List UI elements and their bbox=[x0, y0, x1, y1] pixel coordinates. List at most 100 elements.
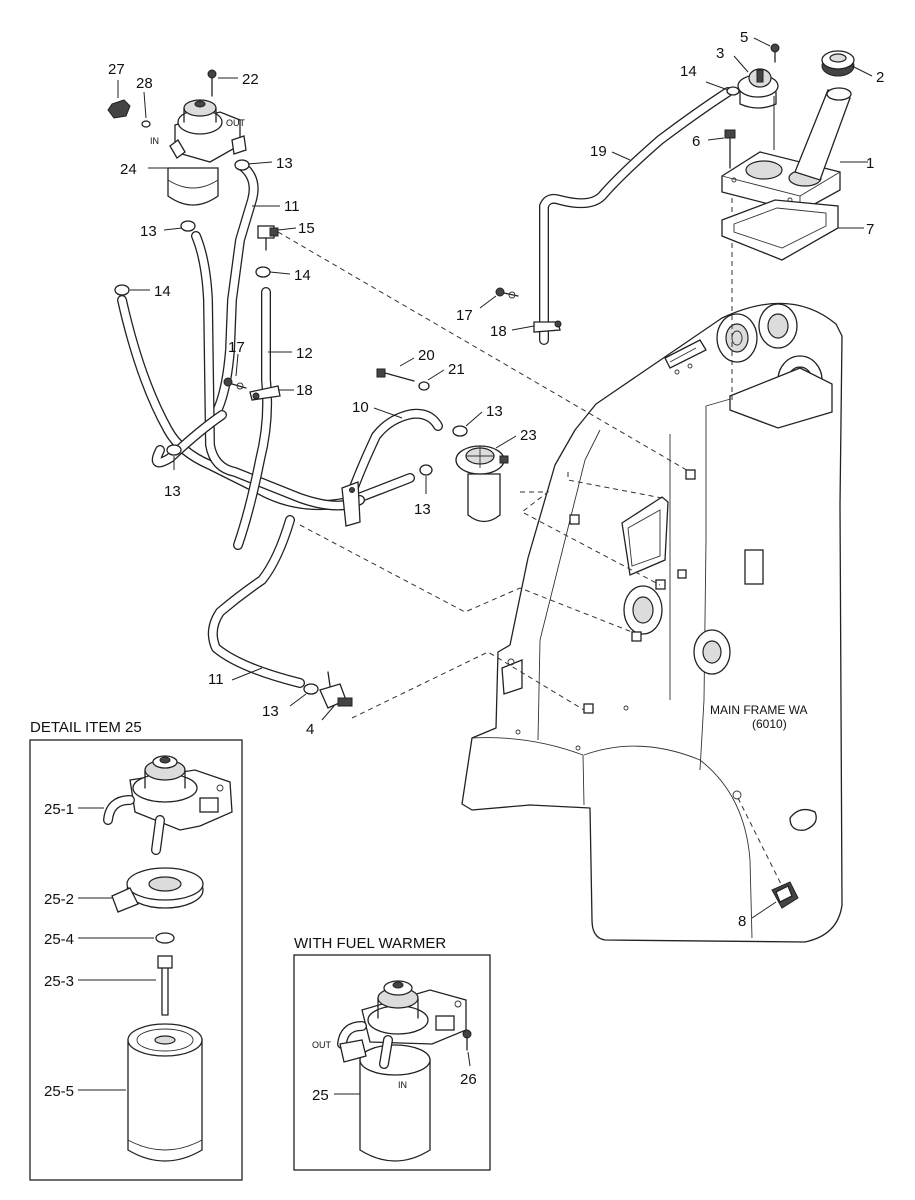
bleed-screw-22 bbox=[207, 69, 217, 97]
detail-item-25-title: DETAIL ITEM 25 bbox=[30, 719, 142, 736]
warmer-filter-assembly bbox=[337, 980, 467, 1162]
fuel-filter-24 bbox=[167, 99, 247, 206]
clamp-18-upper bbox=[533, 320, 562, 333]
hose-lower-left-loop bbox=[151, 410, 227, 468]
detail-25-3-bolt bbox=[157, 955, 173, 1016]
bolt-6 bbox=[724, 129, 736, 169]
fuel-warmer-title: WITH FUEL WARMER bbox=[294, 935, 446, 952]
hose-19 bbox=[539, 87, 733, 345]
callout-25-4: 25-4 bbox=[44, 931, 74, 948]
callout-14-a: 14 bbox=[294, 267, 311, 284]
callout-8: 8 bbox=[738, 913, 746, 930]
callout-25-1: 25-1 bbox=[44, 801, 74, 818]
callout-13-c: 13 bbox=[164, 483, 181, 500]
callout-5: 5 bbox=[740, 29, 748, 46]
hose-clamp-13-d bbox=[452, 425, 468, 437]
hose-clamp-13-c bbox=[166, 444, 182, 456]
hose-12 bbox=[233, 287, 273, 550]
o-ring-28 bbox=[141, 120, 151, 128]
hose-clamp-13-e bbox=[419, 464, 433, 476]
detail-item-25-panel bbox=[29, 739, 243, 1181]
callout-4: 4 bbox=[306, 721, 314, 738]
callout-28: 28 bbox=[136, 75, 153, 92]
filler-gasket bbox=[721, 199, 839, 261]
callout-7: 7 bbox=[866, 221, 874, 238]
detail-25-4-o-ring bbox=[155, 932, 175, 944]
hose-clamp-14-b bbox=[114, 284, 130, 296]
detail-25-5-cartridge bbox=[127, 1023, 203, 1162]
callout-17-lower: 17 bbox=[228, 339, 245, 356]
water-separator-23 bbox=[455, 445, 509, 523]
callout-25-2: 25-2 bbox=[44, 891, 74, 908]
callout-14-b: 14 bbox=[154, 283, 171, 300]
callout-14-gauge: 14 bbox=[680, 63, 697, 80]
callout-21: 21 bbox=[448, 361, 465, 378]
fuel-warmer-panel bbox=[293, 954, 491, 1171]
callout-18-upper: 18 bbox=[490, 323, 507, 340]
callout-25: 25 bbox=[312, 1087, 329, 1104]
frame-boss-upper-2 bbox=[758, 303, 798, 349]
callout-11-lower: 11 bbox=[208, 671, 224, 688]
callout-13-a: 13 bbox=[276, 155, 293, 172]
callout-13-e: 13 bbox=[414, 501, 431, 518]
callout-3: 3 bbox=[716, 45, 724, 62]
callout-24: 24 bbox=[120, 161, 137, 178]
callout-13-b: 13 bbox=[140, 223, 157, 240]
filter-24-in-label: IN bbox=[150, 136, 159, 146]
screw-5 bbox=[770, 43, 780, 63]
hose-clamp-14-a bbox=[255, 266, 271, 278]
hose-11-lower bbox=[207, 515, 305, 688]
callout-15: 15 bbox=[298, 220, 315, 237]
hose-from-filter bbox=[191, 231, 365, 511]
bolt-17-lower bbox=[223, 377, 247, 390]
callout-27: 27 bbox=[108, 61, 125, 78]
callout-6: 6 bbox=[692, 133, 700, 150]
drain-valve-4 bbox=[319, 671, 353, 709]
frame-boss-low bbox=[693, 629, 731, 675]
clamp-18-lower bbox=[249, 385, 281, 401]
plug-27 bbox=[107, 99, 131, 119]
callout-22: 22 bbox=[242, 71, 259, 88]
callout-23: 23 bbox=[520, 427, 537, 444]
main-frame bbox=[461, 302, 843, 943]
callout-26: 26 bbox=[460, 1071, 477, 1088]
hose-clamp-13-f bbox=[303, 683, 319, 695]
callout-1: 1 bbox=[866, 155, 874, 172]
callout-25-5: 25-5 bbox=[44, 1083, 74, 1100]
frame-boss-upper-1 bbox=[716, 313, 758, 363]
warmer-out-label: OUT bbox=[312, 1040, 332, 1050]
elbow-15 bbox=[257, 225, 279, 251]
main-frame-code: (6010) bbox=[752, 717, 787, 731]
warmer-in-label: IN bbox=[398, 1080, 407, 1090]
callout-18-lower: 18 bbox=[296, 382, 313, 399]
detail-25-1-filter-head bbox=[103, 755, 233, 855]
filter-24-out-label: OUT bbox=[226, 118, 246, 128]
mounting-reference-lines bbox=[277, 198, 783, 887]
callout-13-f: 13 bbox=[262, 703, 279, 720]
hose-clamp-13-b bbox=[180, 220, 196, 232]
callout-12: 12 bbox=[296, 345, 313, 362]
hose-10 bbox=[345, 408, 443, 503]
callout-2: 2 bbox=[876, 69, 884, 86]
callout-17-upper: 17 bbox=[456, 307, 473, 324]
filler-cap bbox=[821, 50, 855, 77]
drain-plug-8 bbox=[771, 881, 799, 909]
warmer-bolt-26 bbox=[462, 1029, 472, 1051]
clamp-14-gauge bbox=[726, 86, 740, 96]
washer-21 bbox=[418, 381, 430, 391]
detail-25-2-warmer-ring bbox=[111, 867, 204, 913]
frame-boss-mid bbox=[623, 585, 663, 635]
callout-20: 20 bbox=[418, 347, 435, 364]
callout-11-upper: 11 bbox=[284, 198, 300, 215]
callout-19: 19 bbox=[590, 143, 607, 160]
hose-clamp-13-a bbox=[234, 159, 250, 171]
callout-10: 10 bbox=[352, 399, 369, 416]
detail-callouts: 25-1 25-2 25-4 25-3 25-5 bbox=[44, 801, 156, 1100]
bracket-center bbox=[341, 481, 361, 527]
filler-neck-assembly bbox=[721, 87, 852, 213]
callouts-main: 1 2 3 4 5 6 7 8 10 11 11 12 13 13 13 13 … bbox=[108, 29, 884, 930]
bolt-20 bbox=[376, 368, 415, 382]
callout-25-3: 25-3 bbox=[44, 973, 74, 990]
bolt-17-upper bbox=[495, 287, 519, 299]
